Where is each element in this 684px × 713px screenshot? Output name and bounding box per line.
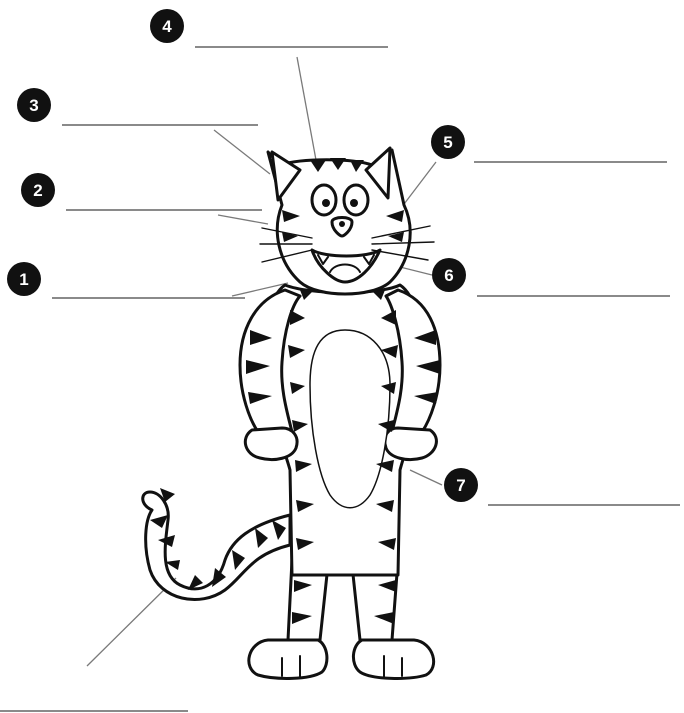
marker-3: 3: [17, 88, 51, 122]
marker-3-number: 3: [29, 96, 38, 115]
leader-line-4: [297, 57, 316, 160]
marker-7-number: 7: [456, 476, 465, 495]
marker-5: 5: [431, 125, 465, 159]
tiger-right-foot: [353, 640, 433, 678]
marker-4: 4: [150, 9, 184, 43]
toe-lines: [282, 656, 402, 677]
marker-7: 7: [444, 468, 478, 502]
leader-line-3: [214, 130, 270, 174]
leader-line-7: [410, 470, 442, 485]
tiger-left-pupil: [322, 199, 330, 207]
tiger-left-paw: [245, 428, 297, 460]
marker-5-number: 5: [443, 133, 452, 152]
marker-6: 6: [432, 258, 466, 292]
tiger-illustration: [143, 148, 440, 678]
tiger-right-paw: [385, 428, 437, 460]
tiger-left-foot: [249, 640, 327, 678]
marker-1: 1: [7, 262, 41, 296]
marker-2: 2: [21, 173, 55, 207]
marker-6-number: 6: [444, 266, 453, 285]
marker-4-number: 4: [162, 17, 172, 36]
leader-line-tail: [87, 578, 176, 666]
tiger-right-pupil: [350, 199, 358, 207]
marker-2-number: 2: [33, 181, 42, 200]
leader-line-2: [218, 215, 268, 224]
marker-1-number: 1: [19, 270, 28, 289]
